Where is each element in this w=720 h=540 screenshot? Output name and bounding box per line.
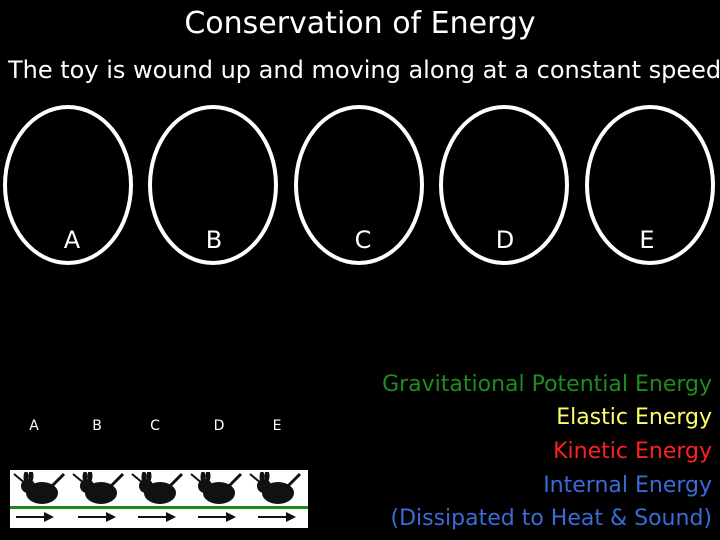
circle-label-a: A: [63, 226, 81, 254]
arrow-right-icon: [258, 512, 296, 522]
arrow-right-icon: [138, 512, 176, 522]
circle-label-b: B: [205, 226, 223, 254]
energy-circle-e: [585, 105, 715, 265]
slide-title: Conservation of Energy: [184, 6, 536, 41]
sequence-label-e: E: [272, 418, 282, 434]
circle-label-d: D: [495, 226, 515, 254]
energy-circle-c: [294, 105, 424, 265]
arrow-right-icon: [198, 512, 236, 522]
energy-circle-d: [439, 105, 569, 265]
circle-label-e: E: [639, 226, 655, 254]
toy-motion-strip: [10, 470, 308, 528]
circle-label-c: C: [354, 226, 372, 254]
sequence-label-b: B: [92, 418, 102, 434]
sequence-label-c: C: [150, 418, 160, 434]
wind-up-bunny-icon: [72, 472, 125, 504]
legend-kinetic: Kinetic Energy: [553, 439, 712, 464]
legend-gravitational-potential: Gravitational Potential Energy: [382, 372, 712, 397]
arrow-right-icon: [78, 512, 116, 522]
energy-circle-a: [3, 105, 133, 265]
sequence-label-a: A: [29, 418, 39, 434]
arrow-right-icon: [16, 512, 54, 522]
legend-elastic: Elastic Energy: [556, 405, 712, 430]
wind-up-bunny-icon: [190, 472, 243, 504]
legend-dissipated: (Dissipated to Heat & Sound): [390, 506, 712, 531]
wind-up-bunny-icon: [249, 472, 302, 504]
ground-line: [10, 506, 308, 509]
wind-up-bunny-icon: [13, 472, 66, 504]
sequence-label-d: D: [213, 418, 225, 434]
slide-subtitle: The toy is wound up and moving along at …: [8, 56, 720, 84]
wind-up-bunny-icon: [131, 472, 184, 504]
legend-internal: Internal Energy: [543, 473, 712, 498]
energy-circle-b: [148, 105, 278, 265]
